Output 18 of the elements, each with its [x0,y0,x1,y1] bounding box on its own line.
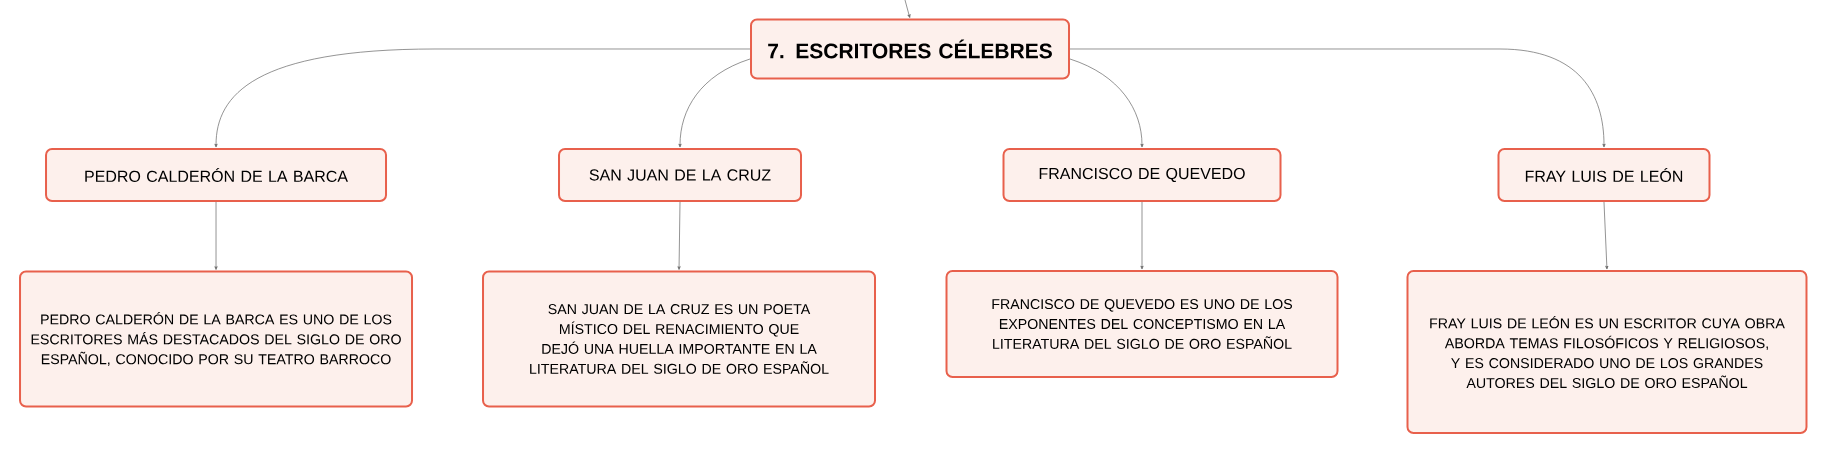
arrow [904,0,911,18]
arrow [1603,201,1609,270]
subtopic-box: FRANCISCO DE QUEVEDO [1002,148,1282,202]
arrow [678,58,751,148]
arrow [677,201,681,270]
subtopic-box: PEDRO CALDERÓN DE LA BARCA [45,148,387,202]
subtopic-box: FRAY LUIS DE LEÓN [1497,148,1711,202]
description-box: PEDRO CALDERÓN DE LA BARCA ES UNO DE LOS ESCRITORES MÁS DESTACADOS DEL SIGLO DE ORO ESPAÑOL, CONOCIDO POR SU TEATRO BARROCO [19,270,413,408]
arrow [1140,201,1144,270]
arrow [1069,58,1144,148]
arrow [214,48,751,148]
arrow [1069,48,1606,148]
description-box: FRAY LUIS DE LEÓN ES UN ESCRITOR CUYA OBRA ABORDA TEMAS FILOSÓFICOS Y RELIGIOSOS, Y ES CONSIDERADO UNO DE LOS GRANDES AUTORES DEL SIGLO DE ORO ESPAÑOL [1406,270,1808,434]
description-box: SAN JUAN DE LA CRUZ ES UN POETA MÍSTICO DEL RENACIMIENTO QUE DEJÓ UNA HUELLA IMPORTANTE EN LA LITERATURA DEL SIGLO DE ORO ESPAÑOL [482,270,876,408]
subtopic-box: SAN JUAN DE LA CRUZ [558,148,802,202]
arrow [214,201,218,270]
topic-box: 7. ESCRITORES CÉLEBRES [750,18,1070,80]
description-box: FRANCISCO DE QUEVEDO ES UNO DE LOS EXPONENTES DEL CONCEPTISMO EN LA LITERATURA DEL SIGLO DE ORO ESPAÑOL [945,270,1339,378]
